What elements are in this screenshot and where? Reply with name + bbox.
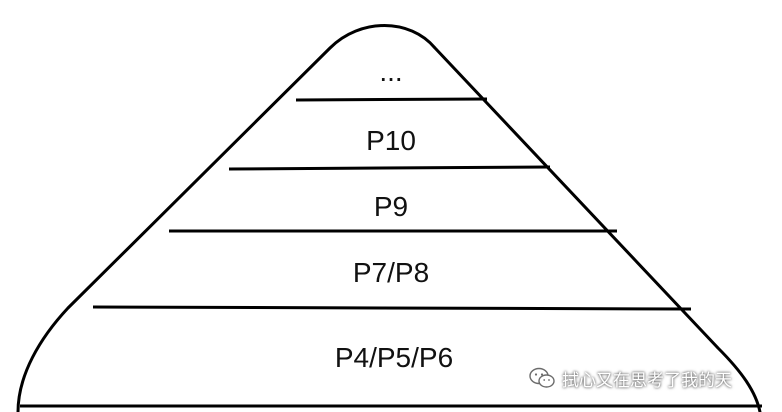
level-label-p4-p5-p6: P4/P5/P6 xyxy=(335,342,453,373)
level-label-p7-p8: P7/P8 xyxy=(353,257,429,288)
wechat-icon xyxy=(529,367,555,388)
level-label-top: ... xyxy=(379,56,402,87)
divider-line-2 xyxy=(228,165,551,171)
watermark: 拭心又在思考了我的天 xyxy=(528,366,732,391)
pyramid-outline xyxy=(16,24,762,412)
level-label-p10: P10 xyxy=(366,125,416,156)
level-label-p9: P9 xyxy=(374,191,408,222)
watermark-text: 拭心又在思考了我的天 xyxy=(562,370,732,391)
divider-line-1 xyxy=(295,97,488,102)
divider-line-4 xyxy=(92,305,692,311)
